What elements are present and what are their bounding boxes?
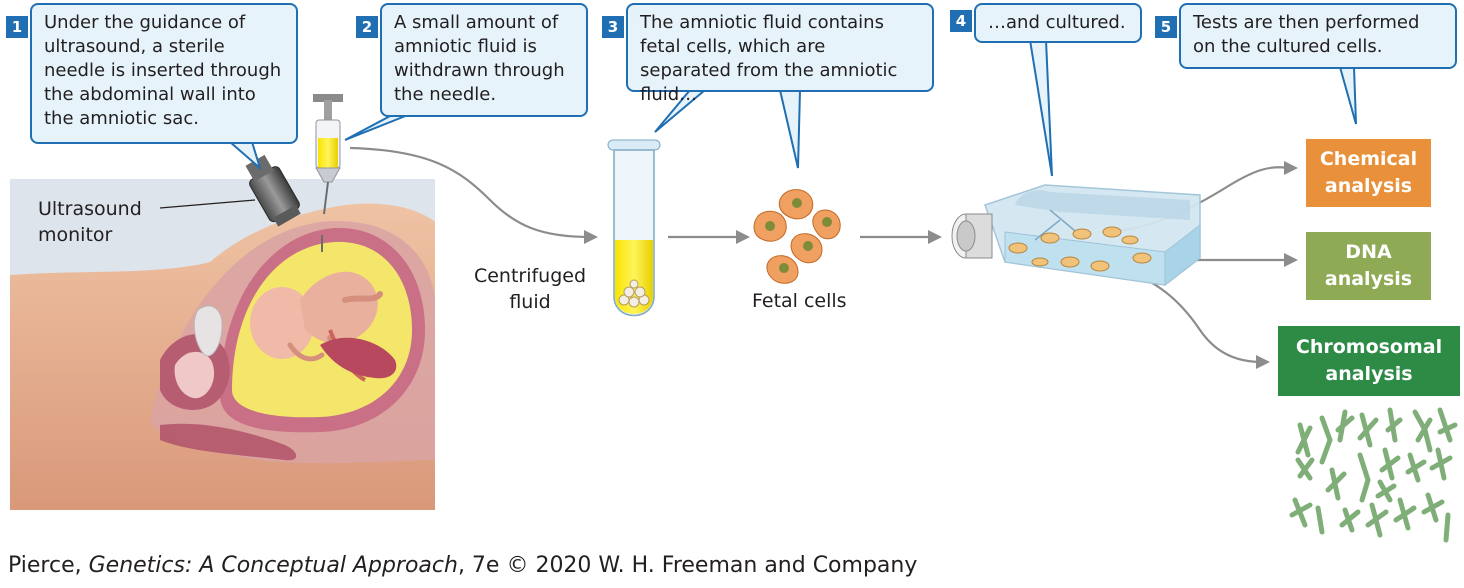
patient-body — [10, 203, 435, 510]
step-3-callout: The amniotic fluid contains fetal cells,… — [626, 3, 934, 105]
fetal-cells — [753, 189, 841, 284]
syringe — [313, 94, 343, 252]
arrowheads — [584, 161, 1298, 369]
step-1-number: 1 — [6, 16, 28, 38]
step-4-callout: …and cultured. — [974, 3, 1142, 43]
callout-pointers — [229, 39, 1357, 177]
ultrasound-leader-line — [159, 199, 256, 209]
ultrasound-monitor-label: Ultrasound monitor — [38, 198, 142, 246]
step-1-callout: Under the guidance of ultrasound, a ster… — [30, 3, 298, 144]
flask-cap — [951, 213, 993, 259]
culture-flask — [951, 184, 1201, 287]
step-4-number: 4 — [950, 10, 972, 32]
centrifuged-fluid-label: Centrifuged fluid — [473, 265, 587, 313]
step-5-callout: Tests are then performed on the cultured… — [1179, 3, 1457, 69]
test-tube — [607, 139, 661, 317]
step-3-number: 3 — [602, 16, 624, 38]
step-2-number: 2 — [356, 16, 378, 38]
step-5-number: 5 — [1155, 16, 1177, 38]
fetus — [250, 271, 383, 382]
chromosomes — [1289, 407, 1458, 543]
source-credit: Pierce, Genetics: A Conceptual Approach,… — [8, 553, 918, 578]
fetal-cells-label: Fetal cells — [752, 290, 847, 312]
step-2-callout: A small amount of amniotic fluid is with… — [380, 3, 588, 117]
